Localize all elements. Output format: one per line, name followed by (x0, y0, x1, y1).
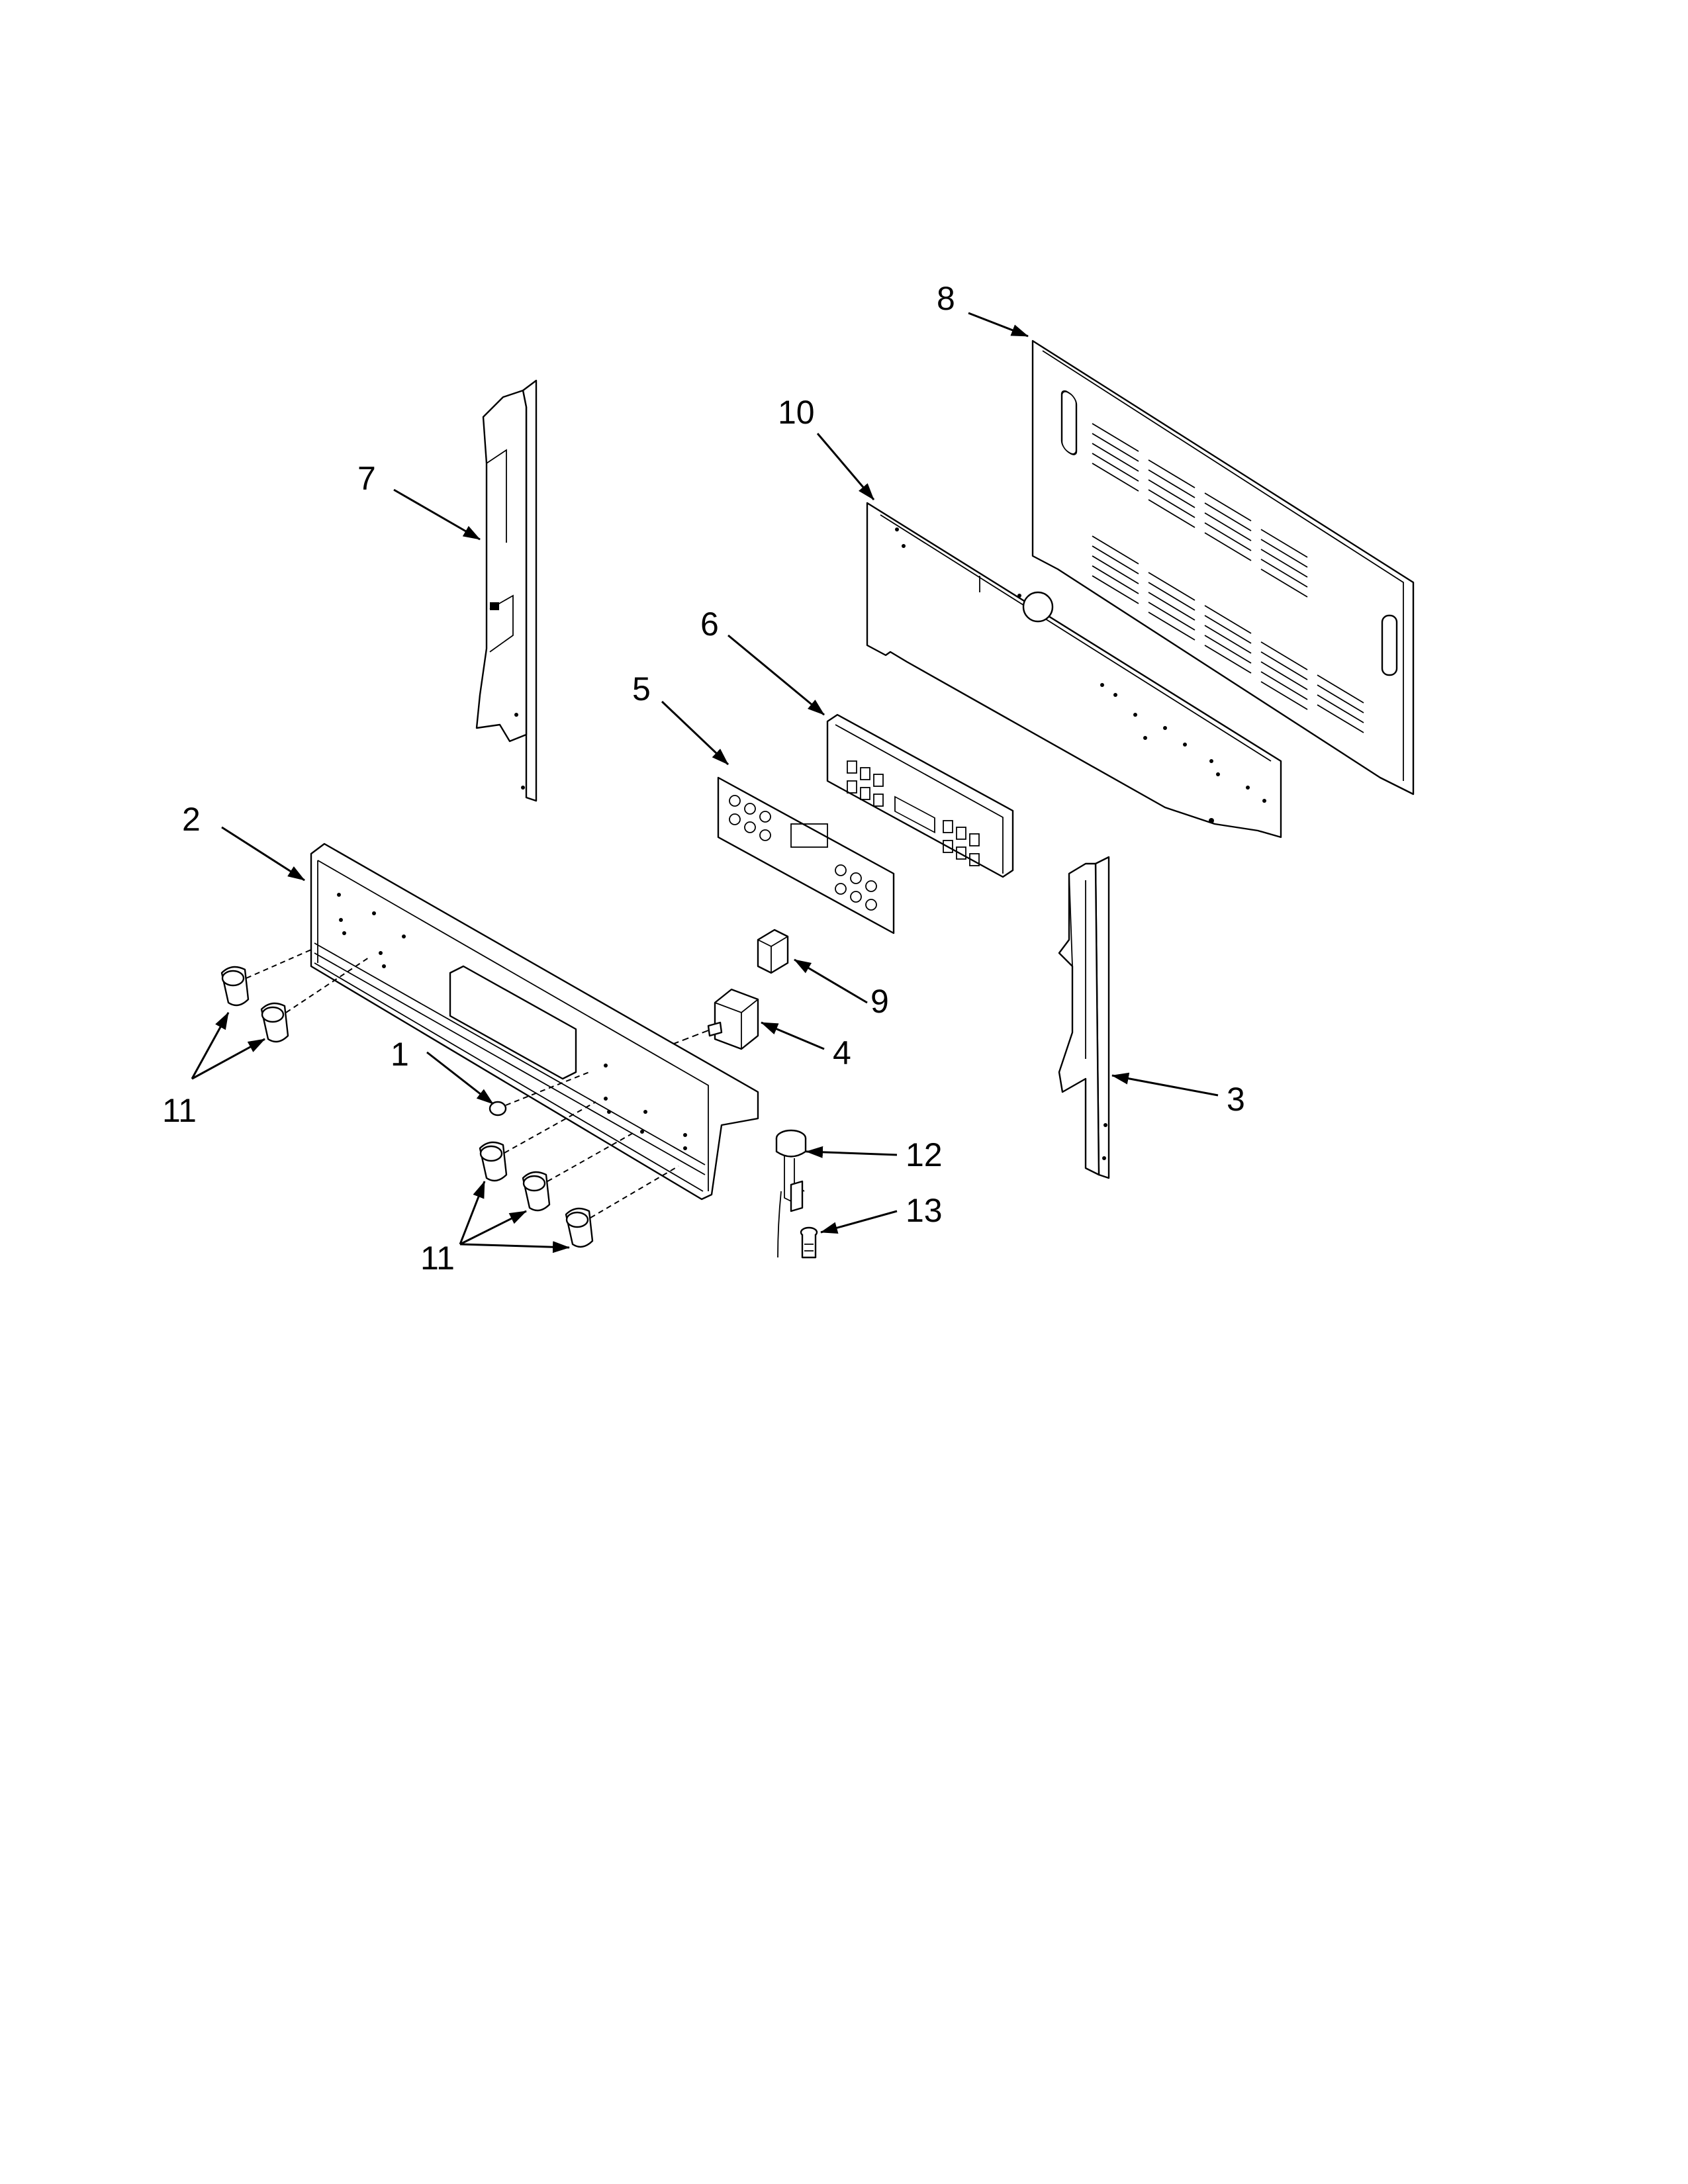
callout-7: 7 (357, 460, 376, 497)
callout-labels: 8 10 7 6 5 2 9 4 3 1 12 13 11 11 (162, 280, 1245, 1277)
part-10-control-panel-backing (866, 502, 1282, 839)
part-5-membrane-overlay (717, 776, 895, 934)
part-1-button (489, 1071, 590, 1116)
board-buttons-right (943, 820, 980, 866)
knob-3 (479, 1101, 596, 1182)
callout-12: 12 (906, 1136, 943, 1173)
part-2-console-panel (310, 842, 759, 1201)
callout-2: 2 (182, 801, 201, 838)
callout-6: 6 (700, 606, 719, 643)
callout-3: 3 (1227, 1081, 1245, 1118)
callout-13: 13 (906, 1192, 943, 1229)
callout-10: 10 (778, 394, 815, 431)
callout-5: 5 (632, 670, 651, 707)
part-6-control-board (826, 713, 1014, 878)
knob-4 (522, 1131, 636, 1212)
part-9-switch (757, 929, 789, 974)
part-13-lamp (800, 1226, 818, 1259)
part-3-right-side-bracket (1058, 856, 1110, 1179)
part-8-rear-vent-panel (1031, 340, 1415, 796)
part-11-knobs (220, 949, 679, 1248)
callout-1: 1 (391, 1036, 409, 1073)
part-12-lamp-socket (775, 1129, 807, 1258)
callout-11-left: 11 (162, 1092, 197, 1129)
knob-2 (260, 956, 371, 1043)
callout-9: 9 (870, 983, 889, 1020)
part-4-infinite-switch (668, 988, 759, 1050)
callout-8: 8 (937, 280, 955, 317)
knob-5 (565, 1165, 679, 1248)
vent-slots (1092, 423, 1364, 733)
callout-11-bottom: 11 (420, 1240, 455, 1277)
knob-1 (220, 949, 312, 1007)
console-holes (337, 893, 687, 1150)
board-buttons-left (847, 760, 884, 807)
panel-holes (895, 527, 1266, 823)
part-7-left-side-bracket (475, 379, 538, 802)
callout-4: 4 (833, 1034, 851, 1071)
leader-lines (191, 312, 1219, 1253)
